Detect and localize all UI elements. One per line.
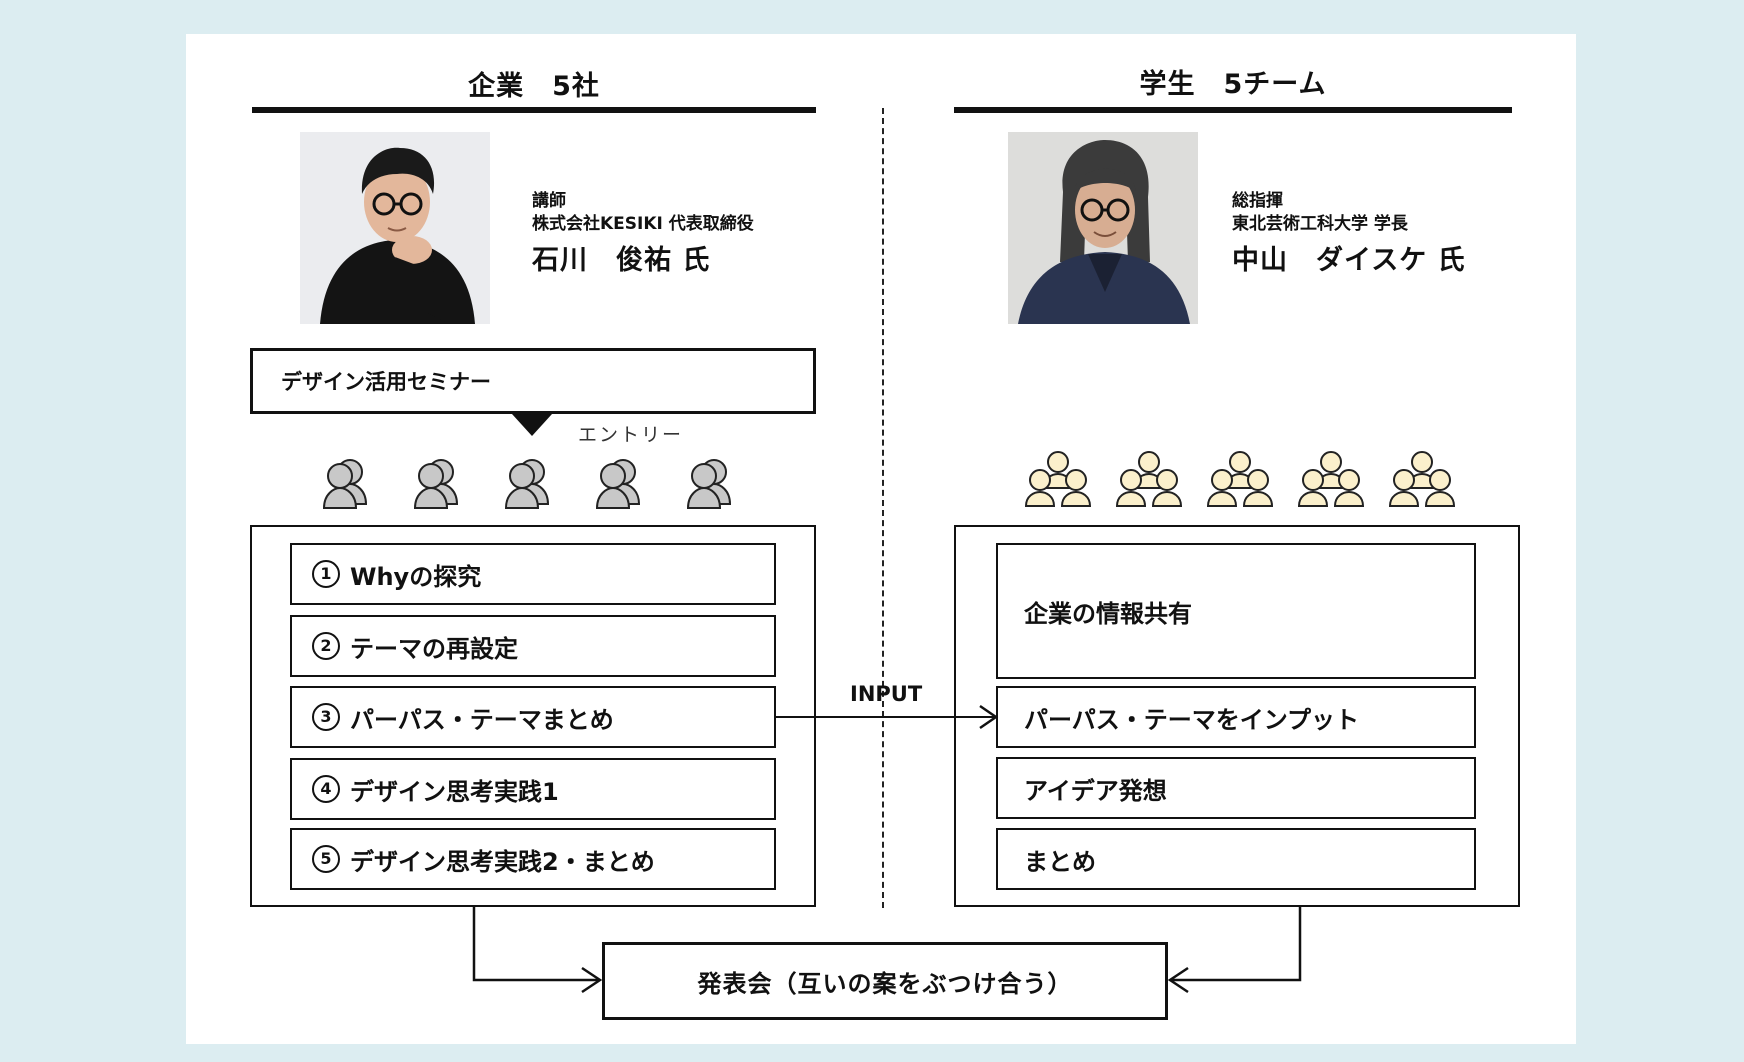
center-divider (882, 108, 884, 908)
design-seminar-box: デザイン活用セミナー (250, 348, 816, 414)
right-arrow-head (1167, 966, 1189, 994)
step-number: 3 (312, 703, 340, 731)
instructor-info: 講師 株式会社KESIKI 代表取締役 石川 俊祐 氏 (532, 190, 754, 277)
design-seminar-label: デザイン活用セミナー (281, 370, 491, 394)
company-step-5: 5 デザイン思考実践2・まとめ (290, 828, 776, 890)
company-step-4: 4 デザイン思考実践1 (290, 758, 776, 820)
instructor-role: 講師 (532, 191, 566, 211)
step-number: 5 (312, 845, 340, 873)
down-triangle-icon (512, 414, 552, 436)
presentation-label: 発表会（互いの案をぶつけ合う） (697, 969, 1073, 998)
director-name: 中山 ダイスケ 氏 (1232, 245, 1466, 276)
step-label: パーパス・テーマをインプット (1024, 705, 1360, 734)
student-step-2: パーパス・テーマをインプット (996, 686, 1476, 748)
company-title-rule (252, 107, 816, 113)
step-label: パーパス・テーマまとめ (350, 705, 614, 734)
right-to-presentation-arrow (1172, 907, 1302, 982)
step-label: まとめ (1024, 847, 1096, 876)
student-step-4: まとめ (996, 828, 1476, 890)
director-photo (1008, 132, 1198, 324)
student-step-1: 企業の情報共有 (996, 543, 1476, 679)
company-step-3: 3 パーパス・テーマまとめ (290, 686, 776, 748)
presentation-box: 発表会（互いの案をぶつけ合う） (602, 942, 1168, 1020)
instructor-photo (300, 132, 490, 324)
company-column-title: 企業 5社 (468, 71, 600, 102)
company-step-1: 1 Whyの探究 (290, 543, 776, 605)
step-number: 4 (312, 775, 340, 803)
company-step-2: 2 テーマの再設定 (290, 615, 776, 677)
left-to-presentation-arrow (472, 907, 598, 982)
step-label: テーマの再設定 (350, 634, 518, 663)
student-title-rule (954, 107, 1512, 113)
step-label: 企業の情報共有 (1024, 599, 1192, 628)
director-affiliation: 東北芸術工科大学 学長 (1232, 214, 1408, 234)
instructor-affiliation: 株式会社KESIKI 代表取締役 (532, 214, 754, 234)
step-label: デザイン思考実践2・まとめ (350, 847, 655, 876)
step-label: アイデア発想 (1024, 776, 1167, 805)
director-role: 総指揮 (1232, 191, 1283, 211)
student-step-3: アイデア発想 (996, 757, 1476, 819)
step-number: 2 (312, 632, 340, 660)
input-arrow-head (979, 704, 999, 730)
left-arrow-head (581, 966, 603, 994)
entry-label: エントリー (578, 424, 684, 446)
step-label: Whyの探究 (350, 562, 482, 591)
step-number: 1 (312, 560, 340, 588)
step-label: デザイン思考実践1 (350, 777, 559, 806)
director-info: 総指揮 東北芸術工科大学 学長 中山 ダイスケ 氏 (1232, 190, 1466, 277)
instructor-name: 石川 俊祐 氏 (532, 245, 711, 276)
student-column-title: 学生 5チーム (1139, 69, 1327, 100)
input-label: INPUT (850, 682, 923, 706)
